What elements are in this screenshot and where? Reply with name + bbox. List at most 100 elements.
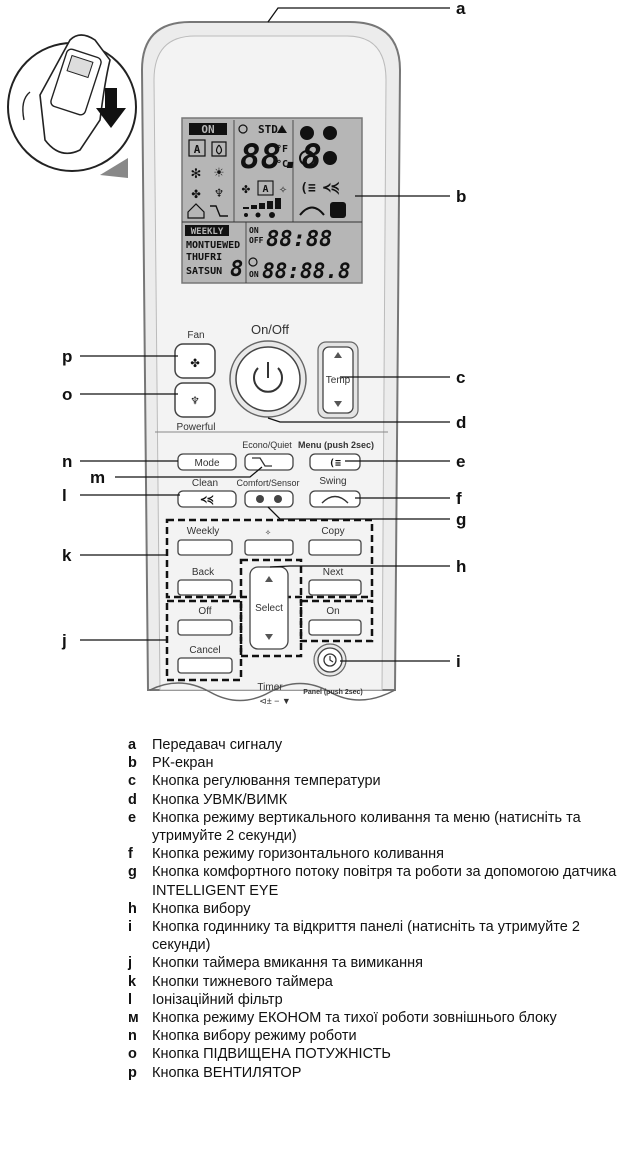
next-button[interactable] [308,579,362,596]
back-button[interactable] [177,579,233,596]
lcd-screen: ON STD 88.8 °F °C A ✻ ☀ ✤ ♆ ✤ A ✧ (≡ ≺≼ [181,117,363,284]
lcd-comfort-icon [299,150,315,166]
callout-lines [80,7,450,662]
legend-key: d [128,791,137,808]
cancel-button[interactable] [177,657,233,674]
panel-label: Panel (push 2sec) [303,689,363,696]
select-button[interactable] [249,566,289,650]
menu-button[interactable] [309,453,361,471]
callout-f: f [456,489,462,508]
on-off-label: On/Off [251,322,289,337]
econo-quiet-label: Econo/Quiet [242,440,292,450]
program-button[interactable] [244,539,294,556]
copy-label: Copy [321,526,344,537]
legend-text: РК-екран [152,755,214,772]
lcd-dry-icon [211,141,227,157]
copy-button[interactable] [308,539,362,556]
legend-item: d Кнопка УВМК/ВИМК [128,791,628,809]
legend-text: Передавач сигналу [152,737,283,753]
copy-arrow-icon: ✧ [265,527,271,538]
lcd-unit-f: °F [276,144,288,155]
callout-j: j [61,631,67,650]
swing-button[interactable] [309,490,361,508]
callout-i: i [456,652,461,671]
next-label: Next [323,567,344,578]
on-off-button[interactable] [235,346,301,412]
mode-button[interactable] [177,453,237,471]
legend-text: Кнопки тижневого таймера [152,973,333,990]
clean-button[interactable] [177,490,237,508]
legend-text: Кнопка комфортного потоку повітря та роб… [152,864,617,899]
temp-button[interactable] [322,346,354,414]
legend-text: Кнопка вибору [152,900,251,917]
battery-inset [7,34,137,178]
legend-text: Кнопка годиннику та відкриття панелі (на… [152,919,580,954]
legend-key: j [128,955,133,972]
sensor-icon [274,495,282,503]
lcd-cool-icon: ✻ [191,163,201,182]
back-label: Back [192,567,215,578]
econo-quiet-button[interactable] [244,453,294,471]
select-up-icon [265,576,273,582]
select-label: Select [255,603,283,614]
lcd-fan-auto: A [262,184,268,195]
comfort-icon [256,495,264,503]
callout-m: m [90,468,105,487]
callout-c: c [456,368,465,387]
lcd-temp-main: 88.8 [240,137,322,177]
legend-key: b [128,755,137,772]
legend-text: Кнопка УВМК/ВИМК [152,791,288,808]
temp-up-icon [334,352,342,358]
legend-key: p [128,1064,137,1081]
lcd-heat-icon: ☀ [214,163,224,182]
lcd-up-icon [277,125,287,133]
timer-on-group-outline [299,599,374,643]
on-timer-button[interactable] [308,619,362,636]
legend-item: l Іонізаційний фільтр [128,991,628,1009]
lcd-timer-top: 88:88 [266,227,332,252]
lcd-fan-icon: ✤ [191,184,200,202]
remote-diagram: ON STD 88.8 °F °C A ✻ ☀ ✤ ♆ ✤ A ✧ (≡ ≺≼ [7,0,466,706]
weekly-button[interactable] [177,539,233,556]
callout-n: n [62,452,72,471]
legend-text: Іонізаційний фільтр [152,991,283,1008]
legend-key: o [128,1046,137,1063]
lcd-on-badge: ON [201,123,214,136]
legend-key: м [128,1010,139,1027]
legend-key: l [128,991,133,1008]
temp-label: Temp [326,375,351,386]
fan-label: Fan [187,330,204,341]
lcd-sensor-icon [238,124,248,134]
fan-icon: ✤ [190,353,199,371]
lcd-on-label: ON [249,226,259,235]
comfort-sensor-button[interactable] [244,490,294,508]
legend-text: Кнопка режиму вертикального коливання та… [152,809,581,845]
legend-key: a [128,737,137,753]
lcd-home-icon [187,203,205,219]
fan-button[interactable] [174,343,216,379]
lcd-clock-badge [330,202,346,218]
powerful-label: Powerful [177,422,216,433]
weekly-group-outline [165,518,374,599]
lcd-weekly-badge: WEEKLY [191,227,224,237]
econo-icon [252,457,272,467]
legend-key: f [128,846,133,863]
lcd-eye-icon [323,151,337,165]
callout-o: o [62,385,72,404]
lcd-std: STD [258,123,278,136]
powerful-button[interactable] [174,382,216,418]
weekly-label: Weekly [187,526,220,537]
callout-d: d [456,413,466,432]
off-timer-button[interactable] [177,619,233,636]
